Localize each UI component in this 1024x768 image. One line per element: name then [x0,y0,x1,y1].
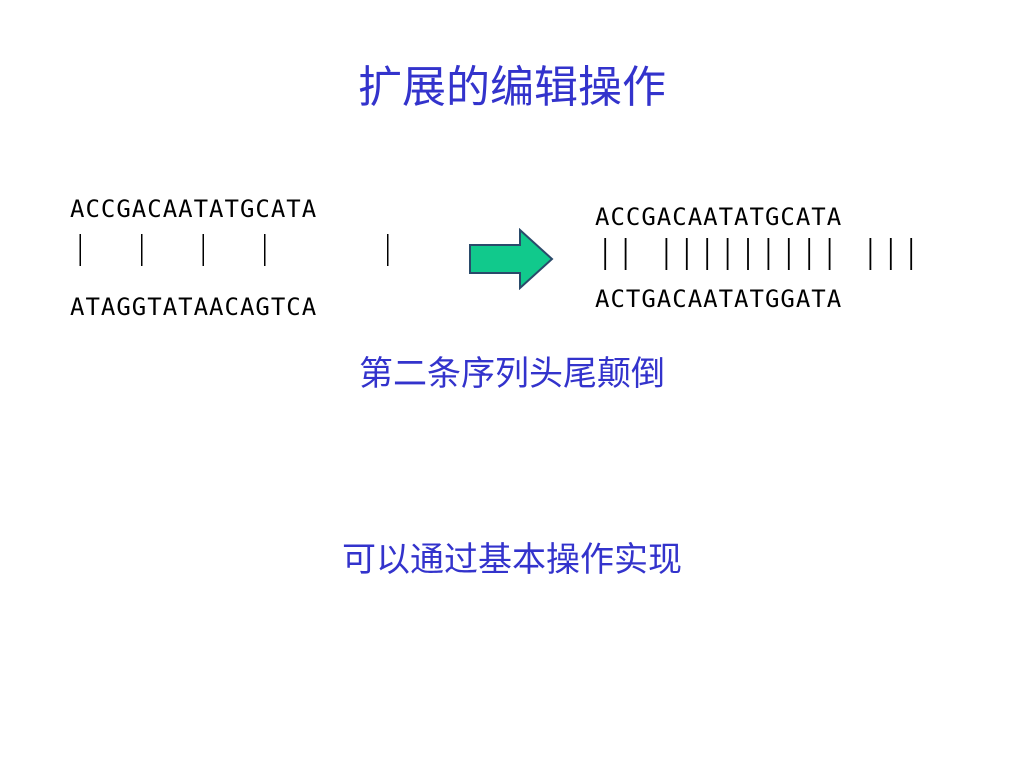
slide-title: 扩展的编辑操作 [358,62,666,113]
note-reverse: 第二条序列头尾颠倒 [359,354,665,394]
left-match-marks [70,232,410,268]
left-top-sequence: ACCGACAATATGCATA [70,195,318,223]
right-top-sequence: ACCGACAATATGCATA [595,203,843,231]
right-bottom-sequence: ACTGACAATATGGATA [595,285,843,313]
right-match-marks [595,236,935,272]
note-basic-ops: 可以通过基本操作实现 [342,540,682,580]
left-bottom-sequence: ATAGGTATAACAGTCA [70,293,318,321]
right-arrow-icon [468,227,554,291]
